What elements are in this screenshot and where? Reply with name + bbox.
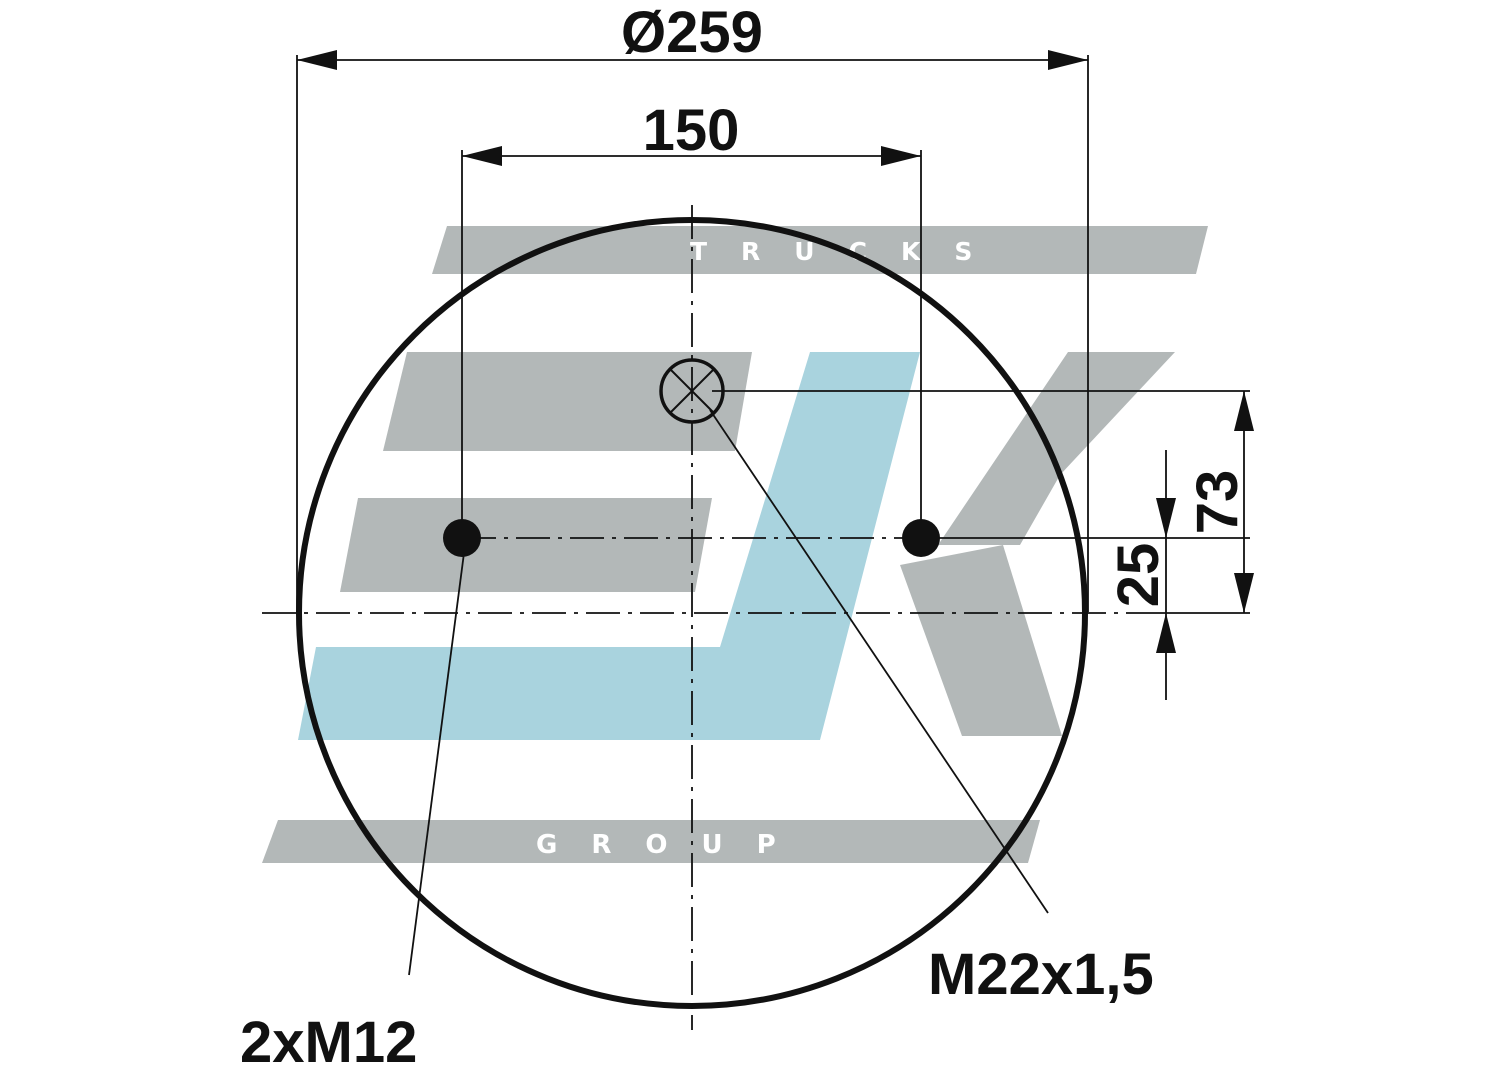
watermark-bar-e-middle [340,498,712,592]
bolt-hole-left [443,519,481,557]
watermark-text-top: TRUCKS [690,237,1006,266]
extension-lines [296,55,1250,614]
outer-diameter-label: Ø259 [621,0,763,65]
port-callout-leader [709,409,1049,914]
large-offset-label: 73 [1185,470,1250,535]
watermark-text-bottom: GROUP [536,830,810,860]
watermark-k-upper-arm [938,352,1175,545]
watermark-j-shape [298,352,920,740]
watermark-bar-top [432,226,1208,274]
watermark-bar-e-upper [383,352,752,451]
port-callout-label: M22x1,5 [928,942,1154,1007]
bolt-spacing-label: 150 [643,98,740,163]
watermark-bar-bottom [262,820,1040,863]
watermark-k-lower-arm [900,545,1062,736]
bolt-hole-right [902,519,940,557]
bolt-callout-label: 2xM12 [240,1010,417,1075]
watermark-logo: TRUCKS GROUP [262,226,1208,863]
bolt-callout-leader [408,552,465,976]
small-offset-label: 25 [1106,543,1171,608]
center-lines [262,205,1135,1030]
